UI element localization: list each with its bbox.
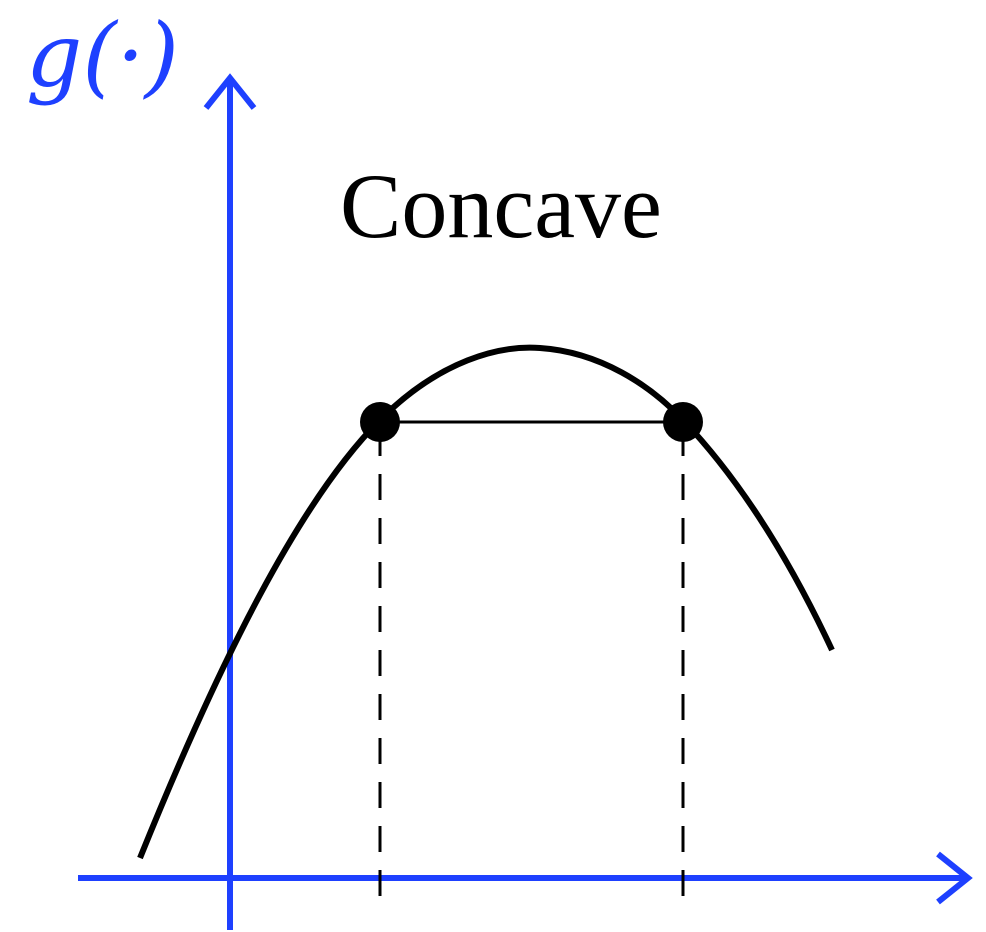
point-right bbox=[663, 402, 703, 442]
diagram-title: Concave bbox=[340, 155, 662, 257]
y-axis-label: g(·) bbox=[26, 4, 179, 107]
concave-curve bbox=[137, 344, 835, 860]
point-left bbox=[360, 402, 400, 442]
